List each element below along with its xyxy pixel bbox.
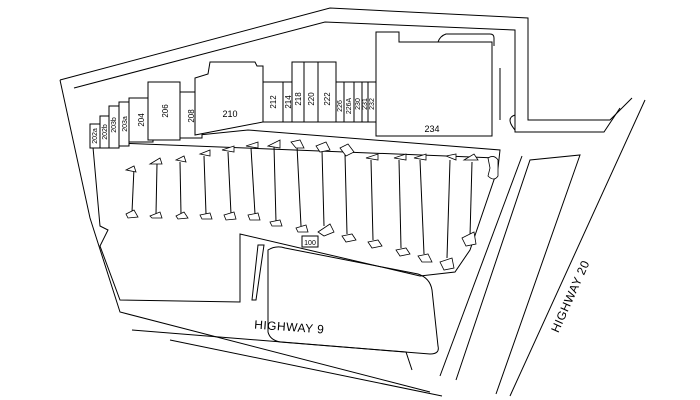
unit-220-label: 220 [307,92,316,106]
site-edge-inner [73,21,621,133]
parking-island [444,153,457,161]
parking-island [461,231,477,247]
parking-island [266,139,281,149]
parking-row-line [250,147,256,215]
parking-row-line [273,145,277,223]
parking-row-line [227,151,232,215]
unit-226a-label: 226A [346,98,353,115]
unit-220-footprint [303,61,319,123]
parking-row-line [203,155,207,215]
parking-row-line [179,161,182,215]
parking-island [124,165,137,173]
parking-island [439,257,455,271]
unit-226-label: 226 [337,100,344,112]
parking-island [198,149,211,157]
parking-island [365,153,379,161]
parking-row-line [296,145,302,227]
parking-row-line [131,167,135,213]
unit-218-label: 218 [294,92,303,106]
parking-island [295,224,309,233]
unit-202b-label: 202b [102,124,109,140]
parking-row-line [419,159,425,255]
parking-row-line [370,159,374,241]
parking-island [221,145,235,153]
curb-front-walk [117,142,497,159]
unit-234-footprint [375,31,493,137]
parking-island [317,223,335,237]
parking-island [199,212,213,220]
parking-island [367,239,383,249]
parking-island [393,153,407,161]
highway-20-edge-west [439,155,523,377]
parking-island [175,211,189,220]
retail-buildings [89,31,495,149]
parking-island-endcap [487,156,499,180]
highway-9-edge-north [131,329,413,371]
unit-206-label: 206 [161,104,170,118]
highway-20-edge-east [509,99,646,397]
parking-island [462,153,479,161]
parking-row-line [344,153,348,235]
parking-island [413,153,427,161]
highway-20-edge-center [455,154,581,395]
unit-232-label: 232 [369,98,376,110]
parking-island [174,155,187,163]
parking-island [269,219,283,227]
parking-island [290,139,305,149]
parking-island [148,157,163,165]
unit-203a-label: 203a [122,116,129,132]
unit-203b-label: 203b [111,117,118,133]
highway-9-edge-south [169,339,443,397]
unit-214-label: 214 [284,95,293,109]
unit-234-roof-detail [437,33,495,46]
unit-231-label: 231 [362,98,369,110]
unit-202a-label: 202a [92,128,99,144]
parking-row-line [321,149,325,227]
unit-210-label: 210 [222,109,237,119]
unit-222-label: 222 [323,92,332,106]
parking-island [395,247,411,257]
highway-9-label: HIGHWAY 9 [254,318,325,337]
parking-rows [124,139,499,271]
parking-island [339,143,355,157]
unit-218-footprint [291,61,305,123]
parking-island [223,211,237,221]
parking-row-line [469,161,473,237]
unit-204-label: 204 [137,113,146,127]
pad-100-label: 100 [304,240,316,247]
parking-row-line [398,159,402,249]
unit-206-footprint [147,81,181,141]
parking-island [341,233,357,243]
parking-island [247,212,261,221]
unit-210-footprint [194,61,264,136]
entry-drive [499,68,516,131]
unit-230-label: 230 [355,98,362,110]
unit-208-label: 208 [187,109,196,123]
unit-212-label: 212 [269,95,278,109]
highway-20-label: HIGHWAY 20 [548,258,592,334]
parking-row-line [446,159,451,259]
pad-100-box [301,235,319,248]
parking-row-line [155,163,158,215]
property-boundary [59,7,633,393]
parking-island [125,209,139,219]
parking-island [315,141,331,153]
parking-island [417,253,433,263]
parking-island [245,141,259,149]
unit-222-footprint [317,61,337,123]
lower-parcel [267,246,439,355]
parking-island [149,211,163,219]
landscape-median [251,244,265,301]
unit-234-label: 234 [424,124,439,134]
